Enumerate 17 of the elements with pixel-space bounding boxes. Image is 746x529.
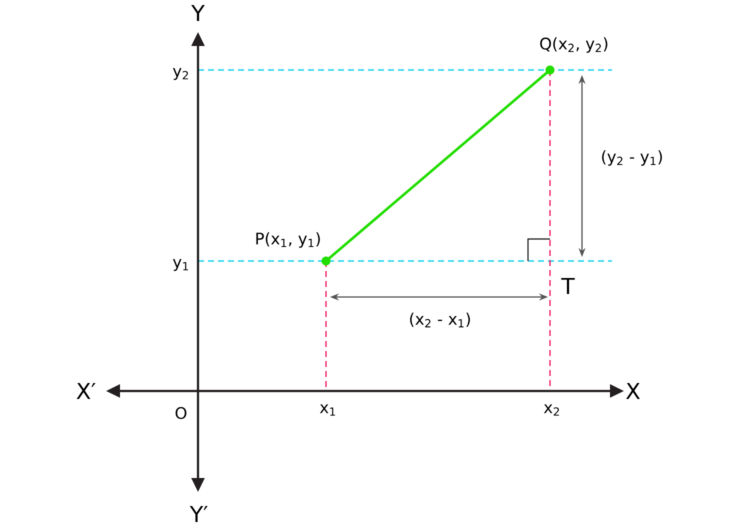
axis-label: X	[626, 382, 640, 399]
tick-label: x$_{1}$	[320, 404, 335, 416]
tick-label: y$_{2}$	[172, 68, 188, 80]
tick-label: y$_{1}$	[172, 258, 188, 272]
point-label: P(x$_{1}$, y$_{1}$)	[256, 232, 320, 248]
point-label: Q(x$_{2}$, y$_{2}$)	[540, 37, 608, 53]
origin-label: O	[176, 406, 186, 420]
point	[546, 66, 554, 74]
axis-label: Y′	[190, 506, 208, 522]
point-label: T	[561, 278, 575, 294]
dimension-label: (y$_{2}$ - y$_{1}$)	[602, 150, 662, 166]
tick-label: x$_{2}$	[544, 404, 559, 416]
point	[322, 256, 330, 266]
line-segment	[325, 69, 551, 262]
axis-label: Y	[191, 4, 205, 22]
axis-label: X′	[76, 382, 96, 399]
dimension-label: (x$_{2}$ - x$_{1}$)	[410, 312, 470, 328]
